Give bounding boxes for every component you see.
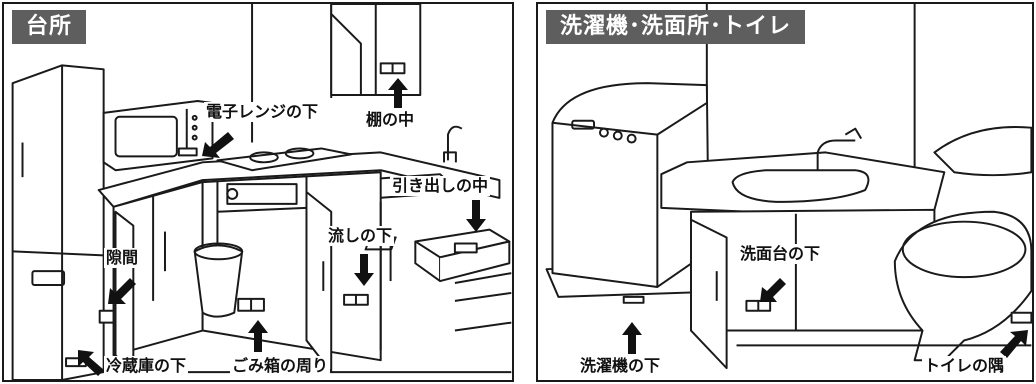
label-sink: 流しの下 xyxy=(326,226,395,246)
arrow-down-icon xyxy=(466,200,486,232)
washroom-panel: 洗濯機･洗面所･トイレ 洗面台の下 洗濯機の下 トイレの隅 xyxy=(536,2,1034,382)
arrow-up-icon xyxy=(388,78,408,108)
panel-title-washroom: 洗濯機･洗面所･トイレ xyxy=(546,10,806,44)
label-drawer: 引き出しの中 xyxy=(390,176,491,196)
washroom-illustration xyxy=(545,4,1032,370)
label-shelf: 棚の中 xyxy=(364,110,417,130)
label-gap: 隙間 xyxy=(104,248,141,268)
label-microwave: 電子レンジの下 xyxy=(204,102,321,122)
label-toilet: トイレの隅 xyxy=(922,356,1007,376)
label-trash: ごみ箱の周り xyxy=(230,356,331,376)
kitchen-panel: 台所 電子レンジの下 棚の中 引き出しの中 流しの下 隙間 冷蔵庫の下 ごみ箱の… xyxy=(2,2,514,382)
arrow-down-left-icon xyxy=(760,278,786,302)
arrow-down-left-icon xyxy=(202,132,234,158)
arrow-down-icon xyxy=(354,254,374,286)
kitchen-illustration xyxy=(11,4,512,380)
arrow-up-left-icon xyxy=(78,350,104,376)
panel-title-kitchen: 台所 xyxy=(12,10,87,44)
label-washer: 洗濯機の下 xyxy=(578,356,663,376)
arrow-up-icon xyxy=(622,322,642,354)
label-fridge: 冷蔵庫の下 xyxy=(104,356,189,376)
arrow-down-left-icon xyxy=(108,278,136,304)
arrow-up-icon xyxy=(248,320,268,352)
arrow-up-right-icon xyxy=(1000,330,1028,358)
label-washbasin: 洗面台の下 xyxy=(738,244,823,264)
